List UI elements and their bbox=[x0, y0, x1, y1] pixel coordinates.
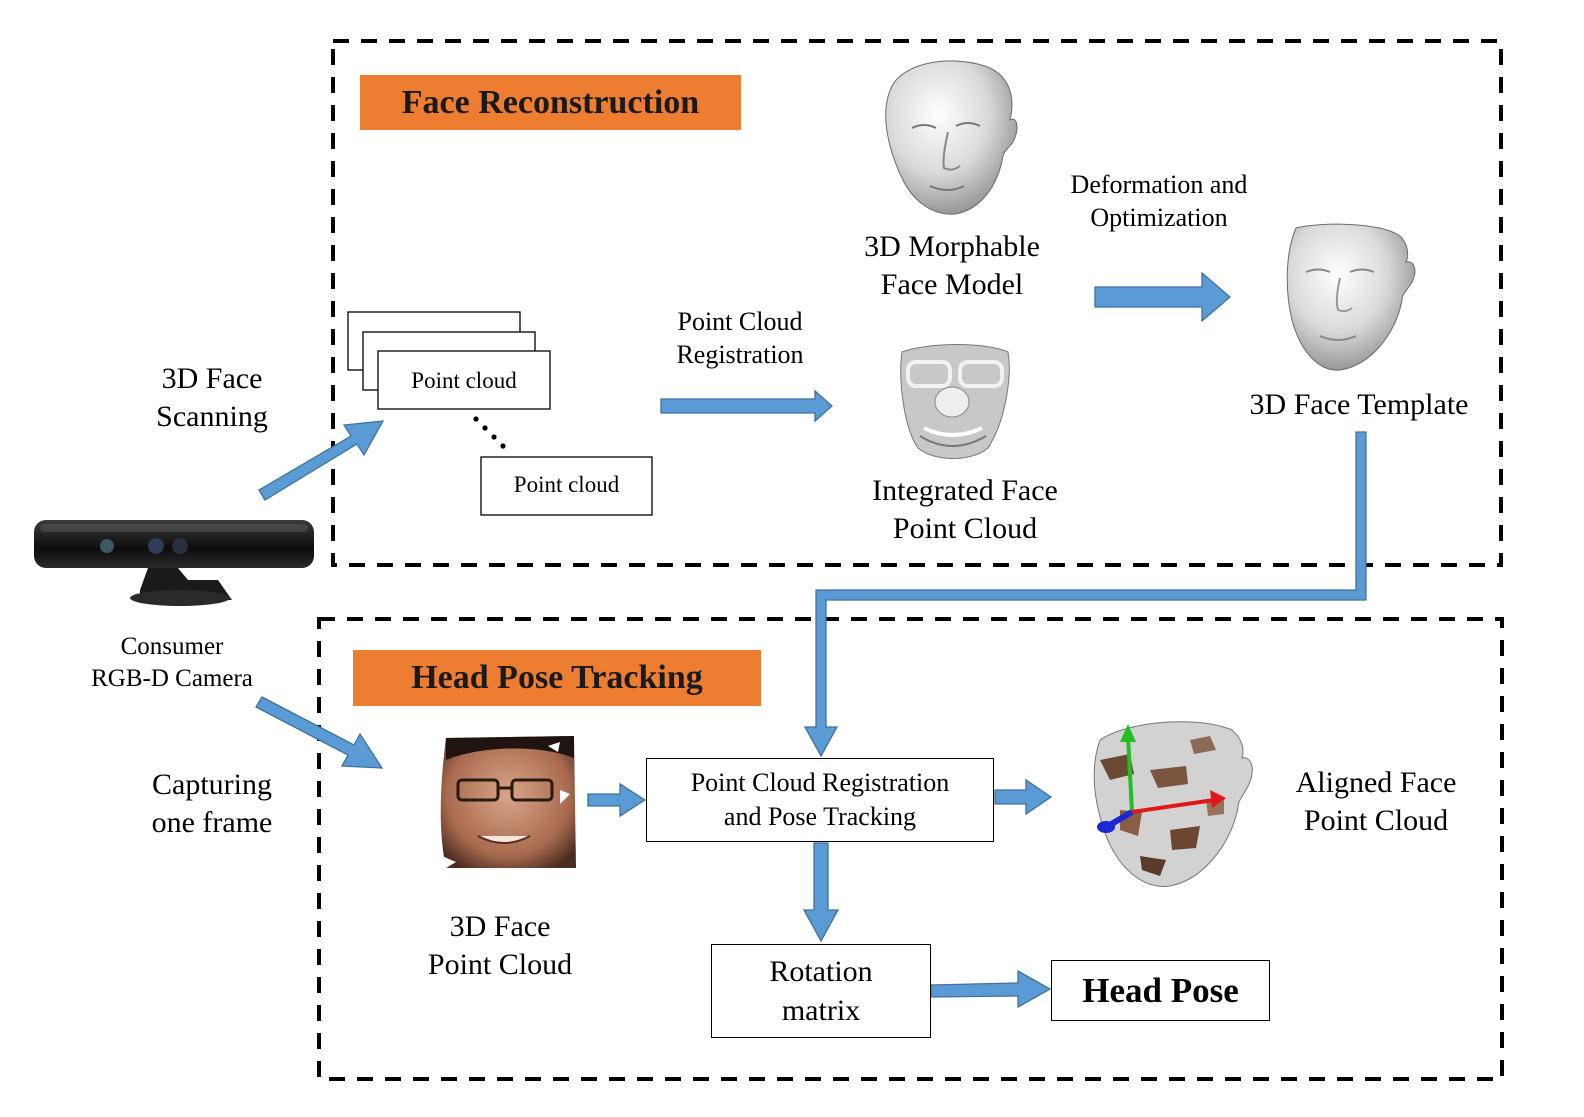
arrow-capturing bbox=[255, 696, 384, 769]
arrow-registration-to-aligned bbox=[994, 778, 1053, 816]
point-cloud-stack bbox=[347, 311, 653, 516]
face-template-render-icon bbox=[1286, 223, 1416, 371]
face-point-cloud-label: 3D Face Point Cloud bbox=[427, 910, 573, 982]
rotation-matrix-box: Rotation matrix bbox=[711, 944, 931, 1038]
arrow-deformation bbox=[1094, 271, 1231, 323]
point-cloud-stack-label: Point cloud bbox=[411, 368, 517, 393]
arrow-rotation-to-headpose bbox=[930, 969, 1052, 1009]
point-cloud-last-label: Point cloud bbox=[513, 472, 620, 497]
registration-label: Point Cloud Registration bbox=[676, 307, 804, 370]
face-reconstruction-badge: Face Reconstruction bbox=[360, 75, 741, 130]
arrow-photo-to-registration bbox=[587, 782, 647, 818]
registration-tracking-box: Point Cloud Registration and Pose Tracki… bbox=[646, 758, 994, 842]
head-pose-tracking-frame bbox=[317, 617, 1504, 1081]
integrated-cloud-render-icon bbox=[900, 344, 1010, 459]
camera-label: Consumer RGB-D Camera bbox=[91, 633, 253, 692]
xyz-axes-icon bbox=[1097, 724, 1226, 833]
capturing-label: Capturing one frame bbox=[151, 768, 273, 840]
aligned-cloud-label: Aligned Face Point Cloud bbox=[1295, 766, 1457, 838]
face-reconstruction-frame bbox=[331, 39, 1503, 567]
arrow-template-to-tracking bbox=[803, 431, 1367, 758]
deformation-label: Deformation and Optimization bbox=[1070, 170, 1248, 233]
head-pose-box: Head Pose bbox=[1051, 960, 1270, 1021]
morphable-model-label: 3D Morphable Face Model bbox=[864, 230, 1040, 302]
head-pose-tracking-badge: Head Pose Tracking bbox=[353, 650, 761, 706]
scanning-label: 3D Face Scanning bbox=[156, 362, 268, 434]
rgbd-face-photo-icon bbox=[440, 736, 576, 868]
flow-arrows bbox=[255, 271, 1367, 1009]
arrow-scanning bbox=[258, 420, 385, 501]
face-template-label: 3D Face Template bbox=[1249, 388, 1469, 421]
arrow-registration-to-rotation bbox=[802, 842, 840, 943]
kinect-camera-icon bbox=[34, 520, 314, 606]
morphable-face-render-icon bbox=[885, 60, 1018, 215]
arrow-registration bbox=[660, 389, 833, 423]
integrated-cloud-label: Integrated Face Point Cloud bbox=[872, 474, 1058, 546]
